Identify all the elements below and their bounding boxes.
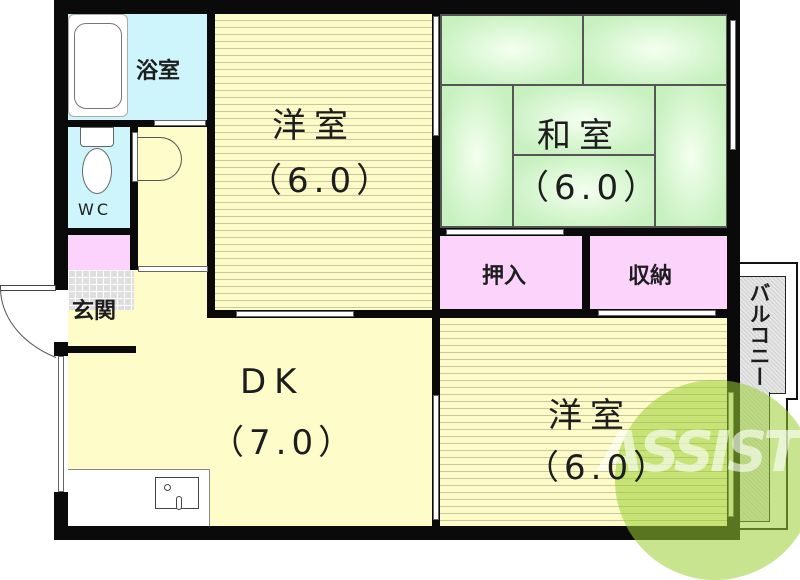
wc-door bbox=[132, 132, 138, 182]
toilet-tank bbox=[80, 127, 114, 147]
japanese-room-name: 和室 bbox=[537, 116, 621, 156]
tatami-mat bbox=[654, 84, 728, 228]
dk-name: DK bbox=[240, 362, 305, 402]
wall bbox=[207, 0, 215, 318]
western-room-1-name: 洋室 bbox=[272, 106, 356, 146]
tatami-mat bbox=[440, 14, 584, 86]
wall bbox=[68, 346, 136, 353]
window-japanese-room bbox=[730, 20, 736, 150]
western-1-door bbox=[236, 311, 354, 317]
kitchen-sink bbox=[155, 477, 199, 510]
dk-size: （7.0） bbox=[210, 423, 358, 463]
storage-door bbox=[598, 310, 716, 316]
bath-door bbox=[154, 120, 206, 126]
wall bbox=[54, 526, 740, 540]
sliding-door-west1-japanese bbox=[433, 16, 439, 136]
japanese-room-size: （6.0） bbox=[515, 168, 663, 208]
bathtub bbox=[68, 14, 128, 117]
western-room-1 bbox=[215, 14, 433, 310]
wall bbox=[432, 228, 728, 236]
corridor-door bbox=[138, 266, 208, 272]
entrance-label: 玄関 bbox=[72, 299, 117, 324]
western-room-2 bbox=[440, 318, 728, 526]
toilet-bowl bbox=[82, 148, 112, 194]
balcony-floor bbox=[740, 276, 786, 394]
western-room-2-name: 洋室 bbox=[548, 396, 632, 436]
tatami-mat bbox=[582, 14, 728, 86]
tatami-mat bbox=[440, 84, 514, 228]
wall bbox=[582, 236, 590, 310]
wall bbox=[54, 0, 68, 290]
storage bbox=[590, 236, 728, 309]
shoe-closet bbox=[68, 235, 130, 270]
oshiire-label: 押入 bbox=[482, 264, 527, 289]
wall bbox=[432, 309, 728, 318]
watermark-text: ASSIST bbox=[600, 420, 800, 485]
balcony-label: バルコニー bbox=[747, 282, 771, 387]
storage-label: 収納 bbox=[628, 264, 673, 289]
door-arc-wc bbox=[138, 137, 182, 181]
wall bbox=[68, 228, 138, 235]
dk-entry-floor bbox=[134, 270, 214, 312]
sliding-door-dk-west2 bbox=[433, 395, 439, 520]
japanese-room bbox=[440, 14, 728, 228]
closet-oshiire bbox=[440, 236, 582, 309]
wall bbox=[54, 0, 740, 14]
oshiire-door bbox=[446, 229, 564, 235]
window-dk-left bbox=[58, 356, 64, 492]
wall bbox=[130, 127, 138, 270]
wall bbox=[54, 342, 68, 356]
wall bbox=[68, 120, 208, 127]
western-room-1-size: （6.0） bbox=[248, 161, 396, 201]
toilet-label: WC bbox=[78, 200, 111, 219]
wall bbox=[432, 0, 440, 526]
western-room-2-size: （6.0） bbox=[525, 448, 673, 488]
bathroom-label: 浴室 bbox=[136, 59, 181, 84]
